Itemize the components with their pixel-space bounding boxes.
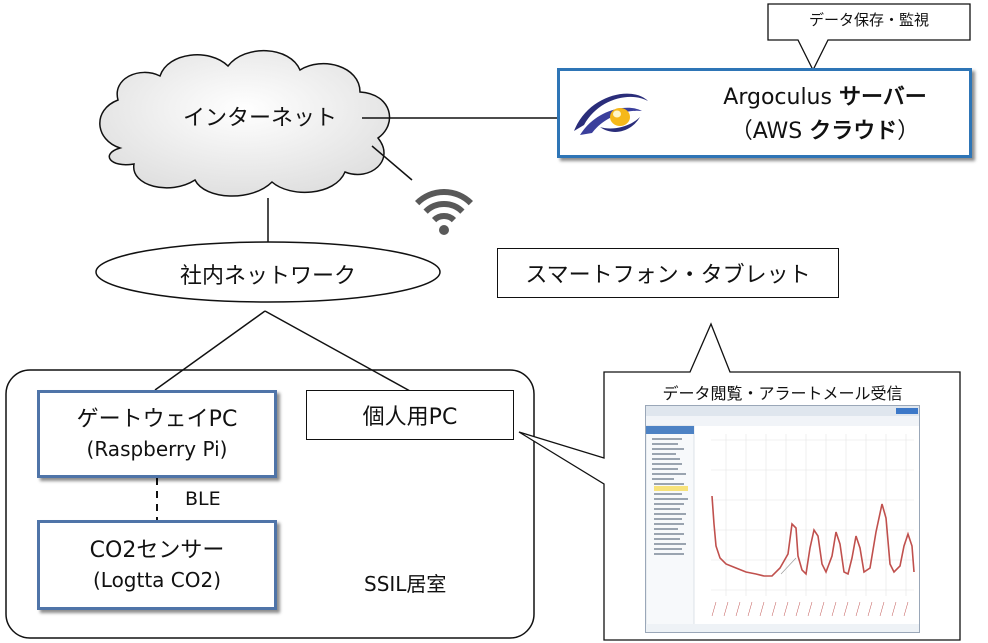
storage-callout-label: データ保存・監視 [808, 11, 929, 29]
internet-label: インターネット [182, 106, 337, 131]
argoculus-server-box: Argoculus サーバー （AWS クラウド） [557, 68, 972, 158]
ble-label: BLE [185, 488, 221, 510]
wifi-icon [415, 189, 473, 235]
storage-callout-shape [767, 3, 971, 72]
internet-cloud-shape [99, 50, 391, 197]
lan-label: 社内ネットワーク [179, 264, 356, 289]
view-callout-label: データ閲覧・アラートメール受信 [662, 384, 903, 403]
server-paren-close: ） [897, 119, 920, 144]
room-label: SSIL居室 [364, 572, 447, 596]
co2-sensor-sub: (Logtta CO2) [92, 568, 222, 592]
gateway-pc-box: ゲートウェイPC (Raspberry Pi) [37, 390, 277, 478]
co2-sensor-label: CO2センサー [89, 538, 225, 563]
gateway-pc-sub: (Raspberry Pi) [86, 437, 228, 461]
argoculus-logo-icon [574, 93, 648, 135]
gateway-pc-label: ゲートウェイPC [76, 407, 238, 432]
room-boundary [5, 369, 535, 639]
app-screenshot-thumbnail [645, 405, 920, 633]
lan-ellipse [95, 241, 441, 303]
personal-pc-label: 個人用PC [362, 405, 458, 430]
co2-sensor-box: CO2センサー (Logtta CO2) [37, 520, 277, 610]
personal-pc-box: 個人用PC [306, 390, 514, 440]
server-cloud-word: クラウド [809, 119, 898, 144]
server-name: Argoculus [723, 85, 839, 110]
app-screenshot-graphic [646, 406, 919, 632]
server-paren-open: （AWS [730, 119, 810, 144]
server-word: サーバー [838, 85, 927, 110]
smartphone-tablet-label: スマートフォン・タブレット [525, 263, 811, 288]
smartphone-tablet-box: スマートフォン・タブレット [497, 248, 839, 298]
